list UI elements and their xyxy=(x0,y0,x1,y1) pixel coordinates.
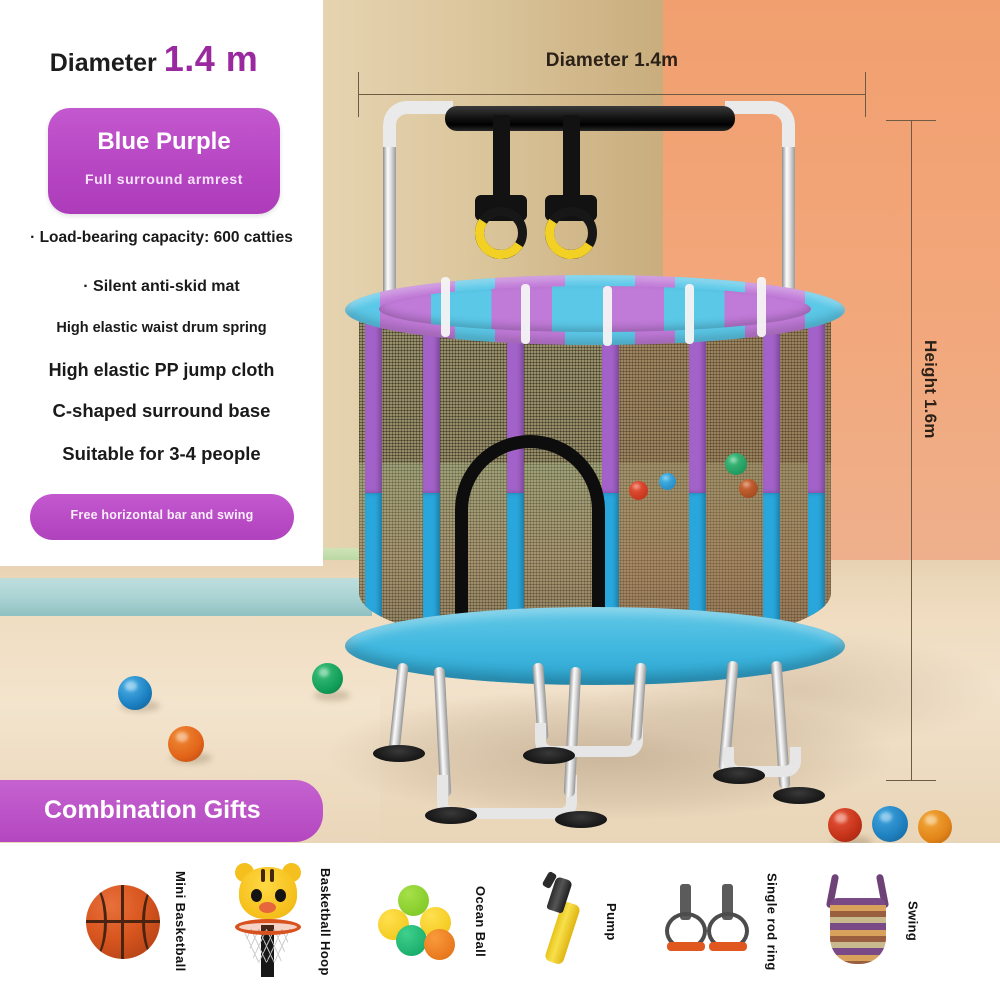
rim-connector xyxy=(521,284,530,344)
height-label: Height 1.6m xyxy=(921,340,940,439)
gift-label: Single rod ring xyxy=(764,872,780,971)
gift-label: Basketball Hoop xyxy=(317,867,333,976)
net-pole xyxy=(423,303,440,648)
ocean-ball-icon xyxy=(376,883,462,961)
inner-ball-green xyxy=(725,453,747,475)
swing-icon xyxy=(821,873,895,970)
top-foam-rim-inner xyxy=(379,286,811,332)
diameter-tick-left xyxy=(358,72,359,117)
gift-item[interactable]: Swing xyxy=(821,857,921,987)
floor-ball-blue-2 xyxy=(872,806,908,842)
ring-strap-left xyxy=(493,115,510,203)
gift-item[interactable]: Single rod ring xyxy=(664,857,780,987)
gift-item[interactable]: Mini Basketball xyxy=(86,857,188,987)
gift-label: Pump xyxy=(603,902,619,941)
bar-elbow-right xyxy=(725,101,795,147)
bar-post-right xyxy=(782,117,795,327)
trampoline xyxy=(345,95,885,828)
pump-icon xyxy=(531,870,597,968)
diameter-dimension-line xyxy=(358,94,866,95)
net-interior-warm xyxy=(609,303,831,648)
net-pole xyxy=(365,303,382,648)
color-variant-badge[interactable]: Blue Purple Full surround armrest xyxy=(48,108,280,214)
free-gift-badge[interactable]: Free horizontal bar and swing xyxy=(30,494,294,540)
leg-foot-pad xyxy=(373,745,425,762)
gift-label: Mini Basketball xyxy=(172,871,188,972)
leg-foot-pad xyxy=(773,787,825,804)
net-pole xyxy=(689,303,706,648)
height-dimension-line xyxy=(911,120,912,780)
rim-connector xyxy=(441,277,450,337)
floor-ball-green xyxy=(312,663,343,694)
net-pole xyxy=(763,303,780,648)
floor-ball-blue xyxy=(118,676,152,710)
height-tick-bottom xyxy=(886,780,936,781)
ring-strap-right xyxy=(563,115,580,203)
feature-item: C-shaped surround base xyxy=(52,400,271,421)
color-variant-name: Blue Purple xyxy=(97,128,231,155)
inner-ball-blue xyxy=(659,473,676,490)
free-gift-label: Free horizontal bar and swing xyxy=(70,508,254,522)
leg-foot-pad xyxy=(523,747,575,764)
gifts-strip: Mini Basketball Basketball Hoop xyxy=(0,843,1000,1000)
diameter-label: Diameter 1.4m xyxy=(545,50,679,71)
inner-ball-red xyxy=(629,481,648,500)
leg-foot-pad xyxy=(713,767,765,784)
horizontal-bar xyxy=(445,106,735,131)
floor-ball-red xyxy=(828,808,862,842)
color-variant-subtitle: Full surround armrest xyxy=(84,171,244,187)
height-tick-top xyxy=(886,120,936,121)
leg xyxy=(388,662,409,756)
inner-ball-orange xyxy=(739,479,758,498)
gift-label: Ocean Ball xyxy=(472,885,488,958)
leg-c-bend xyxy=(437,775,577,819)
combination-gifts-banner: Combination Gifts xyxy=(0,780,323,842)
bar-elbow-left xyxy=(383,101,453,147)
gift-label: Swing xyxy=(905,901,921,942)
floor-ball-orange-2 xyxy=(918,810,952,843)
bar-post-left xyxy=(383,117,396,327)
gymnastic-ring-left xyxy=(475,207,527,259)
gymnastic-ring-right xyxy=(545,207,597,259)
base-foam-rim xyxy=(345,607,845,685)
panel-title-prefix: Diameter xyxy=(49,49,157,77)
leg-foot-pad xyxy=(425,807,477,824)
combination-gifts-label: Combination Gifts xyxy=(44,796,261,824)
basketball-hoop-icon xyxy=(229,862,307,977)
floor-ball-orange xyxy=(168,726,204,762)
gymnastic-rings-icon xyxy=(664,882,756,962)
rim-connector xyxy=(685,284,694,344)
feature-item: · Silent anti-skid mat xyxy=(83,278,240,295)
leg-foot-pad xyxy=(555,811,607,828)
panel-title-value: 1.4 m xyxy=(163,38,259,79)
gift-item[interactable]: Basketball Hoop xyxy=(229,857,333,987)
net-pole xyxy=(808,303,825,648)
rim-connector xyxy=(603,286,612,346)
basketball-icon xyxy=(86,884,160,959)
gift-item[interactable]: Pump xyxy=(531,857,619,987)
ball-shadow xyxy=(314,690,350,701)
diameter-tick-right xyxy=(865,72,866,117)
info-panel: Diameter 1.4 m Blue Purple Full surround… xyxy=(0,0,323,566)
feature-item: Suitable for 3-4 people xyxy=(62,443,261,464)
panel-title: Diameter 1.4 m xyxy=(0,38,308,80)
feature-item: · Load-bearing capacity: 600 catties xyxy=(30,229,293,246)
gift-item[interactable]: Ocean Ball xyxy=(376,857,488,987)
blue-mat xyxy=(0,578,372,616)
feature-item: High elastic PP jump cloth xyxy=(48,360,275,380)
rim-connector xyxy=(757,277,766,337)
feature-item: High elastic waist drum spring xyxy=(56,320,267,336)
